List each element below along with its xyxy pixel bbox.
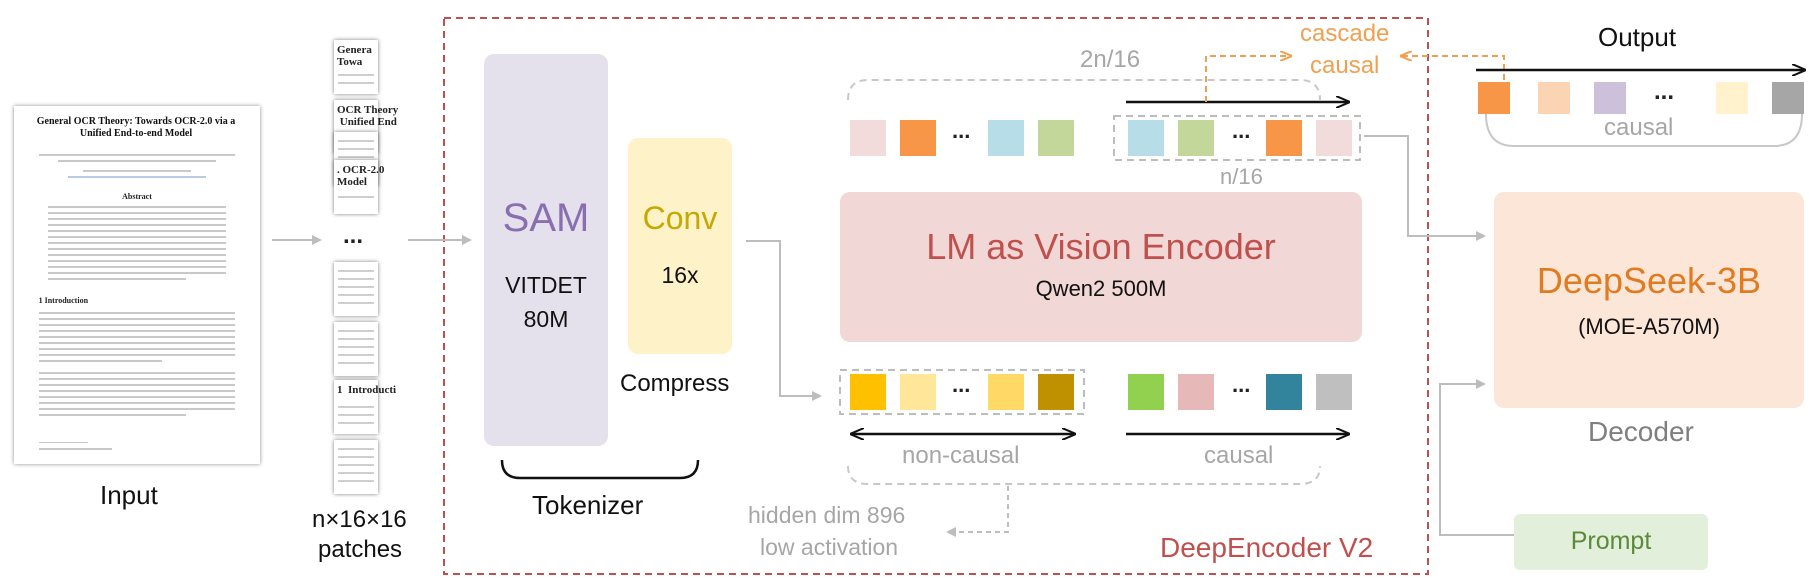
decoder-sub: (MOE-A570M): [1578, 314, 1720, 339]
input-document: General OCR Theory: Towards OCR-2.0 via …: [14, 106, 260, 464]
patch-7: 1 Introducti: [334, 380, 396, 434]
output-token-ellipsis: ...: [1654, 78, 1675, 105]
patches-ellipsis: ...: [343, 222, 364, 249]
sam-sub-line2: 80M: [523, 306, 569, 332]
bottom-left-token-group-box: [839, 369, 1085, 415]
token-bottom-left-4: [1038, 374, 1074, 410]
token-bottom-left-ellipsis: ...: [952, 372, 971, 397]
output-label: Output: [1598, 22, 1677, 52]
token-top-left-4: [1038, 120, 1074, 156]
token-bottom-right-2: [1178, 374, 1214, 410]
sam-title: SAM: [502, 196, 590, 240]
top-2n16-label: 2n/16: [1080, 46, 1141, 73]
output-token-2: [1538, 82, 1570, 114]
tokenizer-brace: [500, 459, 700, 480]
compress-label: Compress: [620, 370, 730, 397]
hidden-dim-line1: hidden dim 896: [748, 502, 906, 528]
token-top-right-ellipsis: ...: [1232, 118, 1251, 143]
output-token-5: [1772, 82, 1804, 114]
patch-6: [334, 322, 378, 376]
output-causal-label: causal: [1604, 114, 1674, 141]
decoder-title: DeepSeek-3B: [1536, 260, 1762, 301]
output-token-4: [1716, 82, 1748, 114]
token-top-right-2: [1178, 120, 1214, 156]
input-doc-abstract-heading: Abstract: [122, 192, 152, 201]
conv-sub: 16x: [661, 262, 699, 288]
token-top-left-ellipsis: ...: [952, 118, 971, 143]
output-causal-bracket: [1485, 113, 1803, 147]
patch-1: Genera Towa: [334, 40, 378, 94]
patches-label-line2: patches: [318, 536, 403, 563]
lm-title: LM as Vision Encoder: [926, 226, 1276, 267]
token-top-right-3: [1266, 120, 1302, 156]
output-token-1: [1478, 82, 1510, 114]
token-top-left-1: [850, 120, 886, 156]
input-doc-section-heading: 1 Introduction: [38, 296, 89, 305]
upper-bracket: [847, 79, 1321, 101]
output-token-3: [1594, 82, 1626, 114]
cascade-arrow-right: [1402, 56, 1505, 80]
token-bottom-right-3: [1266, 374, 1302, 410]
causal-label: causal: [1204, 442, 1274, 469]
lm-sub: Qwen2 500M: [1035, 276, 1167, 301]
sam-box: [484, 54, 608, 446]
arrow-conv-to-tokens: [746, 240, 822, 401]
lm-vision-encoder-box: [840, 192, 1362, 342]
sam-sub-line1: VITDET: [505, 272, 587, 298]
prompt-label: Prompt: [1570, 527, 1652, 555]
patch-1-text: Genera Towa: [337, 44, 372, 68]
token-top-right-1: [1128, 120, 1164, 156]
patch-4: . OCR-2.0 Model: [334, 160, 384, 214]
patch-7-text: 1 Introducti: [337, 384, 397, 396]
lower-bracket: [847, 465, 1321, 485]
decoder-label: Decoder: [1588, 416, 1694, 447]
token-bottom-right-ellipsis: ...: [1232, 372, 1251, 397]
input-label: Input: [100, 480, 158, 510]
tokenizer-label: Tokenizer: [532, 490, 644, 520]
cascade-label-line2: causal: [1310, 52, 1380, 79]
cascade-arrow-left: [1205, 56, 1290, 102]
token-bottom-left-2: [900, 374, 936, 410]
prompt-box: [1514, 514, 1708, 570]
conv-title: Conv: [642, 200, 718, 236]
patch-2-text: OCR Theory Unified End: [337, 104, 399, 128]
token-bottom-left-1: [850, 374, 886, 410]
patches-label-line1: n×16×16: [312, 506, 407, 533]
patch-5: [334, 262, 378, 316]
hidden-dim-line2: low activation: [760, 534, 899, 560]
token-top-left-2: [900, 120, 936, 156]
patch-8: [334, 440, 378, 494]
cascade-label-line1: cascade: [1300, 20, 1390, 47]
arrow-prompt-to-decoder: [1439, 379, 1514, 536]
token-bottom-left-3: [988, 374, 1024, 410]
arrow-hidden-dim: [946, 486, 1009, 537]
token-top-right-4: [1316, 120, 1352, 156]
n16-label: n/16: [1220, 164, 1263, 189]
input-doc-title: General OCR Theory: Towards OCR-2.0 via …: [36, 116, 236, 139]
decoder-box: [1494, 192, 1804, 408]
token-bottom-right-4: [1316, 374, 1352, 410]
noncausal-label: non-causal: [902, 442, 1020, 469]
token-top-left-3: [988, 120, 1024, 156]
patch-4-text: . OCR-2.0 Model: [337, 164, 385, 188]
top-right-token-group-box: [1113, 115, 1361, 161]
token-bottom-right-1: [1128, 374, 1164, 410]
deepencoder-frame: [443, 17, 1429, 575]
deepencoder-label: DeepEncoder V2: [1160, 532, 1374, 563]
arrow-encoder-to-decoder: [1364, 135, 1486, 241]
conv-box: [628, 138, 732, 354]
